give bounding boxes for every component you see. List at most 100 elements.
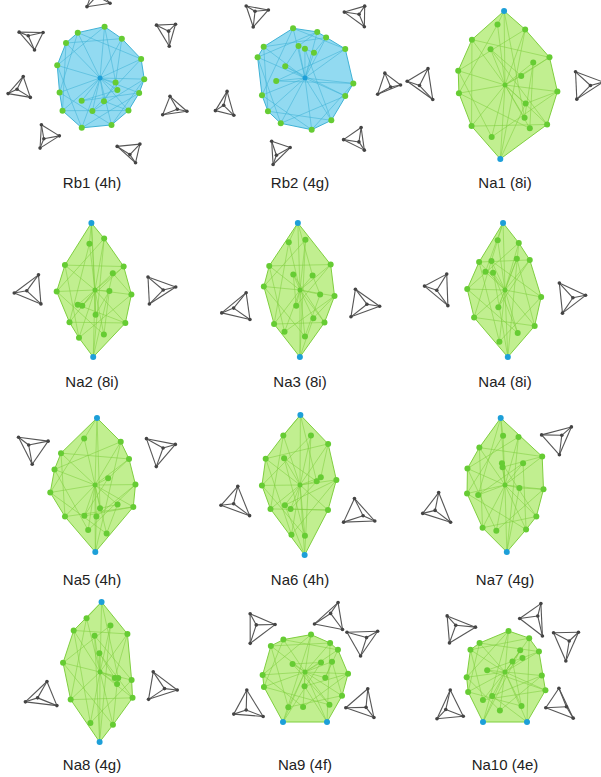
tetrahedron-vertex	[366, 687, 370, 691]
bond-line	[95, 267, 124, 290]
tetrahedron-vertex	[161, 288, 165, 292]
bond-line	[504, 11, 506, 85]
tetrahedron-vertex	[359, 126, 363, 130]
tetrahedron-vertex	[248, 318, 252, 322]
tetrahedron-vertex	[560, 434, 564, 438]
tetrahedron-vertex	[273, 623, 277, 627]
tetrahedron-edge	[407, 81, 419, 85]
atom-dot	[266, 263, 272, 269]
tetrahedron	[423, 272, 450, 307]
tetrahedron-vertex	[24, 700, 28, 704]
bond-line	[95, 485, 118, 504]
tetrahedron-edge	[41, 125, 59, 136]
tetrahedron-vertex	[225, 90, 229, 94]
bond-line	[107, 504, 118, 533]
bond-line	[305, 32, 317, 78]
tetrahedron-edge	[576, 72, 577, 99]
tetrahedron-vertex	[571, 296, 575, 300]
tetrahedron-edge	[366, 707, 374, 717]
polyhedron	[435, 602, 580, 725]
bond-line	[263, 635, 311, 675]
atom-dot	[278, 120, 284, 126]
atom-dot	[302, 683, 308, 689]
bond-line	[96, 485, 135, 517]
tetrahedron-edge	[562, 295, 585, 313]
tetrahedron-vertex	[253, 9, 257, 13]
atom-dot	[47, 490, 53, 496]
bond-line	[500, 104, 525, 159]
bond-line	[505, 85, 526, 104]
atom-dot	[132, 482, 138, 488]
atom-dot	[259, 92, 265, 98]
atom-dot	[141, 76, 147, 82]
tetrahedron	[405, 67, 434, 101]
bond-line	[65, 265, 95, 290]
tetrahedron-vertex	[29, 96, 33, 100]
tetrahedron-vertex	[577, 630, 581, 634]
atom-dot	[495, 237, 501, 243]
tetrahedron-edge	[520, 604, 541, 619]
atom-dot	[504, 549, 510, 555]
polyhedron	[220, 220, 382, 360]
bond-line	[271, 643, 330, 646]
tetrahedron-edge	[331, 613, 343, 629]
tetrahedron-edge	[234, 308, 250, 319]
bond-line	[293, 275, 296, 306]
atom-dot	[113, 79, 119, 85]
tetrahedron-vertex	[405, 79, 409, 83]
atom-dot	[327, 640, 333, 646]
bond-line	[102, 602, 119, 678]
tetrahedron-edge	[435, 493, 439, 511]
tetrahedron-edge	[420, 69, 428, 86]
atom-dot	[480, 525, 486, 531]
atom-dot	[286, 239, 292, 245]
bond-line	[283, 672, 305, 722]
tetrahedron	[544, 687, 575, 720]
bond-line	[71, 618, 87, 699]
atom-dot	[118, 439, 124, 445]
atom-dot	[505, 354, 511, 360]
atom-dot	[526, 635, 532, 641]
tetrahedron-vertex	[40, 123, 44, 127]
tetrahedron-vertex	[214, 109, 218, 113]
bond-line	[270, 435, 283, 509]
tetrahedron-edge	[559, 435, 561, 454]
atom-dot	[480, 697, 486, 703]
bond-line	[281, 96, 345, 123]
bond-line	[300, 415, 301, 485]
bond-line	[84, 418, 97, 439]
atom-dot	[538, 294, 544, 300]
tetrahedron-edge	[559, 283, 562, 313]
atom-dot	[122, 320, 128, 326]
polyhedron	[232, 601, 379, 725]
tetrahedron-edge	[14, 293, 41, 304]
bond-line	[104, 101, 129, 110]
bond-line	[285, 296, 335, 332]
atom-dot	[465, 689, 471, 695]
central-atom	[503, 288, 508, 293]
atom-dot	[136, 90, 142, 96]
site-label: Na10 (4e)	[472, 756, 539, 774]
tetrahedron-vertex	[222, 103, 226, 107]
bond-line	[93, 273, 113, 357]
atom-dot	[455, 68, 461, 74]
bond-line	[63, 110, 129, 111]
tetrahedron-edge	[447, 616, 475, 627]
atom-dot	[339, 693, 345, 699]
atom-dot	[290, 272, 296, 278]
central-atom	[303, 670, 308, 675]
tetrahedron-vertex	[445, 272, 449, 276]
bond-line	[505, 259, 517, 290]
tetrahedron-vertex	[421, 512, 425, 516]
bond-line	[284, 458, 300, 485]
tetrahedron-edge	[253, 11, 255, 27]
tetrahedron-edge	[449, 625, 455, 643]
bond-line	[293, 664, 330, 705]
atom-dot	[280, 637, 286, 643]
bond-line	[293, 275, 324, 323]
atom-dot	[101, 332, 107, 338]
bond-line	[61, 453, 65, 516]
tetrahedron	[12, 273, 42, 306]
bond-line	[82, 290, 95, 306]
tetrahedron-vertex	[245, 688, 249, 692]
